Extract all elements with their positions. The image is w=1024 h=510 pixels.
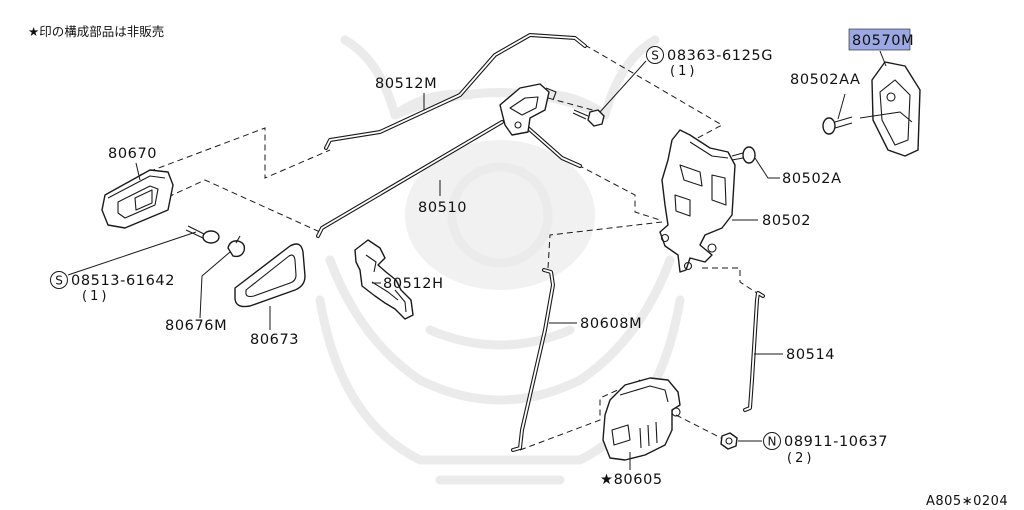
upper-bracket xyxy=(499,83,557,136)
fastener-qty: (1) xyxy=(670,64,697,79)
callout-80605[interactable]: ★80605 xyxy=(600,472,663,488)
fastener-qty: (2) xyxy=(787,451,814,466)
screw-80502aa xyxy=(822,116,853,135)
escutcheon-80673 xyxy=(234,243,306,308)
bolt-08363 xyxy=(572,109,605,127)
inside-handle-80605 xyxy=(602,377,681,461)
fastener-callout-3[interactable]: N 08911-10637 (2) xyxy=(763,432,889,467)
callout-80512m[interactable]: 80512M xyxy=(375,76,437,92)
callout-80670[interactable]: 80670 xyxy=(108,146,157,162)
non-sale-note: ★印の構成部品は非販売 xyxy=(28,24,164,39)
standard-part-symbol-icon xyxy=(646,46,664,64)
fastener-number: 08363-6125G xyxy=(667,48,773,64)
screw-08513 xyxy=(185,225,220,244)
striker-80570m xyxy=(859,61,921,157)
watermark-logo xyxy=(315,35,685,485)
fastener-qty: (1) xyxy=(82,289,109,304)
fastener-symbol: N xyxy=(768,435,777,449)
fastener-number: 08911-10637 xyxy=(784,434,888,450)
callout-80676m[interactable]: 80676M xyxy=(165,318,227,334)
callout-80502aa[interactable]: 80502AA xyxy=(790,72,861,88)
callout-80570m[interactable]: 80570M xyxy=(852,33,914,49)
clip-80676m xyxy=(227,235,246,258)
callout-80502a[interactable]: 80502A xyxy=(782,171,842,187)
callout-80512h[interactable]: 80512H xyxy=(383,276,444,292)
fastener-symbol: S xyxy=(651,49,659,63)
standard-part-symbol-icon xyxy=(763,432,781,450)
callout-80514[interactable]: 80514 xyxy=(786,347,835,363)
rod-80608m xyxy=(511,268,555,452)
rod-80512m xyxy=(324,33,587,150)
fastener-callout-1[interactable]: S 08363-6125G (1) xyxy=(646,46,774,80)
standard-part-symbol-icon xyxy=(50,271,68,289)
rod-80510 xyxy=(316,120,582,238)
leader-lines xyxy=(67,50,887,470)
nut-08911 xyxy=(720,432,738,450)
fastener-number: 08513-61642 xyxy=(71,273,175,289)
outside-handle-80670 xyxy=(101,169,174,229)
assembly-dashed-lines xyxy=(139,44,761,451)
fastener-symbol: S xyxy=(55,274,63,288)
callout-80673[interactable]: 80673 xyxy=(250,332,299,348)
callout-80608m[interactable]: 80608M xyxy=(580,316,642,332)
diagram-code: A805∗0204 xyxy=(926,494,1008,509)
door-latch-80502 xyxy=(659,129,736,273)
callout-80502[interactable]: 80502 xyxy=(762,213,811,229)
screw-80502a xyxy=(731,146,756,164)
callout-80510[interactable]: 80510 xyxy=(418,200,467,216)
selected-part-highlight xyxy=(848,28,911,51)
fastener-callout-2[interactable]: S 08513-61642 (1) xyxy=(50,271,176,305)
rod-80514 xyxy=(743,291,765,412)
clip-80512h xyxy=(354,239,414,320)
